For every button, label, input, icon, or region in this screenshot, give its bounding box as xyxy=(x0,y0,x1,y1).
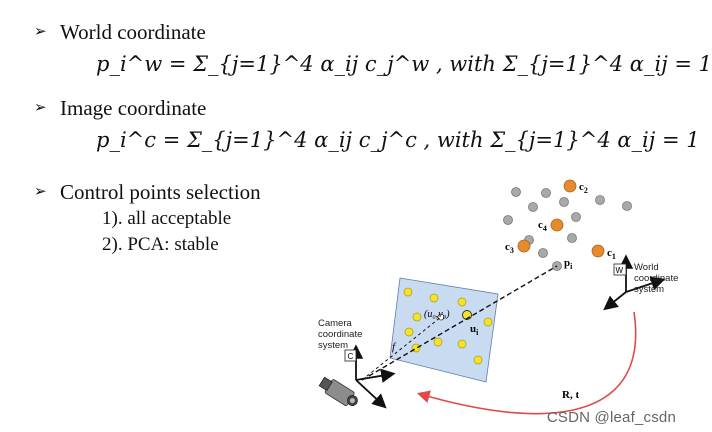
camera-icon xyxy=(318,376,358,406)
camera-axes: C xyxy=(344,344,396,409)
image-point xyxy=(403,287,413,297)
rt-transform-arrow xyxy=(416,311,637,415)
label-c4: c4 xyxy=(538,219,547,233)
control-points xyxy=(517,179,605,258)
label-ui: ui xyxy=(470,323,479,337)
arrow-bullet-icon: ➢ xyxy=(34,184,47,200)
optical-axis xyxy=(361,316,442,381)
world-point xyxy=(595,195,605,205)
image-plane xyxy=(389,277,499,383)
arrow-bullet-icon: ➢ xyxy=(34,24,47,40)
image-point xyxy=(412,312,422,322)
label-c3: c3 xyxy=(505,241,514,255)
control-point-c4 xyxy=(550,218,564,232)
bullet-control-points: ➢ Control points selection xyxy=(34,180,261,205)
label-c2: c2 xyxy=(579,181,588,195)
image-point xyxy=(404,327,414,337)
camera-system-label: Camera coordinate system xyxy=(318,318,365,351)
world-point xyxy=(511,187,521,197)
world-axes: W xyxy=(603,254,666,311)
world-points xyxy=(503,187,632,271)
control-point-c1 xyxy=(591,244,605,258)
bullet-image-coordinate: ➢ Image coordinate xyxy=(34,96,206,121)
label-rt: R, t xyxy=(562,389,579,401)
world-point xyxy=(622,201,632,211)
label-c1: c1 xyxy=(607,247,616,261)
image-coordinate-formula: p_i^c = Σ_{j=1}^4 α_ij c_j^c , with Σ_{j… xyxy=(96,128,700,152)
label-f: f xyxy=(392,341,397,353)
bullet-label: Image coordinate xyxy=(60,96,207,120)
image-points xyxy=(403,287,493,365)
bullet-label: Control points selection xyxy=(60,180,261,204)
image-point xyxy=(457,339,467,349)
epnp-diagram: c2 c4 c3 c1 pi (u₀,v₀) ui f xyxy=(318,179,681,415)
world-point xyxy=(538,248,548,258)
formula-text: p_i^c = Σ_{j=1}^4 α_ij c_j^c , with Σ_{j… xyxy=(96,128,700,152)
control-point-c3 xyxy=(517,239,531,253)
world-point xyxy=(541,188,551,198)
camera-frame-tag xyxy=(344,349,357,362)
bullet-world-coordinate: ➢ World coordinate xyxy=(34,20,206,45)
image-point xyxy=(429,293,439,303)
control-point-c2 xyxy=(563,179,577,193)
world-point-pi xyxy=(552,261,562,271)
world-point xyxy=(528,202,538,212)
image-point xyxy=(473,355,483,365)
world-system-label: World coordinate system xyxy=(634,262,681,295)
svg-text:C: C xyxy=(348,352,354,361)
world-point xyxy=(571,212,581,222)
image-point xyxy=(483,317,493,327)
arrow-bullet-icon: ➢ xyxy=(34,100,47,116)
image-point xyxy=(457,297,467,307)
world-point xyxy=(567,233,577,243)
control-points-item-2: 2). PCA: stable xyxy=(102,234,219,255)
image-point xyxy=(433,337,443,347)
label-u0v0: (u₀,v₀) xyxy=(424,309,450,320)
watermark: CSDN @leaf_csdn xyxy=(546,409,676,426)
control-points-item-1: 1). all acceptable xyxy=(102,208,232,229)
svg-text:W: W xyxy=(616,266,624,275)
bullet-label: World coordinate xyxy=(60,20,206,44)
slide: ➢ World coordinate p_i^w = Σ_{j=1}^4 α_i… xyxy=(34,20,712,426)
label-pi: pi xyxy=(564,257,573,271)
world-coordinate-formula: p_i^w = Σ_{j=1}^4 α_ij c_j^w , with Σ_{j… xyxy=(96,52,712,76)
world-frame-tag xyxy=(613,263,627,276)
world-point xyxy=(559,197,569,207)
world-point xyxy=(503,215,513,225)
projection-ray-to-pi xyxy=(361,265,558,381)
formula-text: p_i^w = Σ_{j=1}^4 α_ij c_j^w , with Σ_{j… xyxy=(96,52,712,76)
